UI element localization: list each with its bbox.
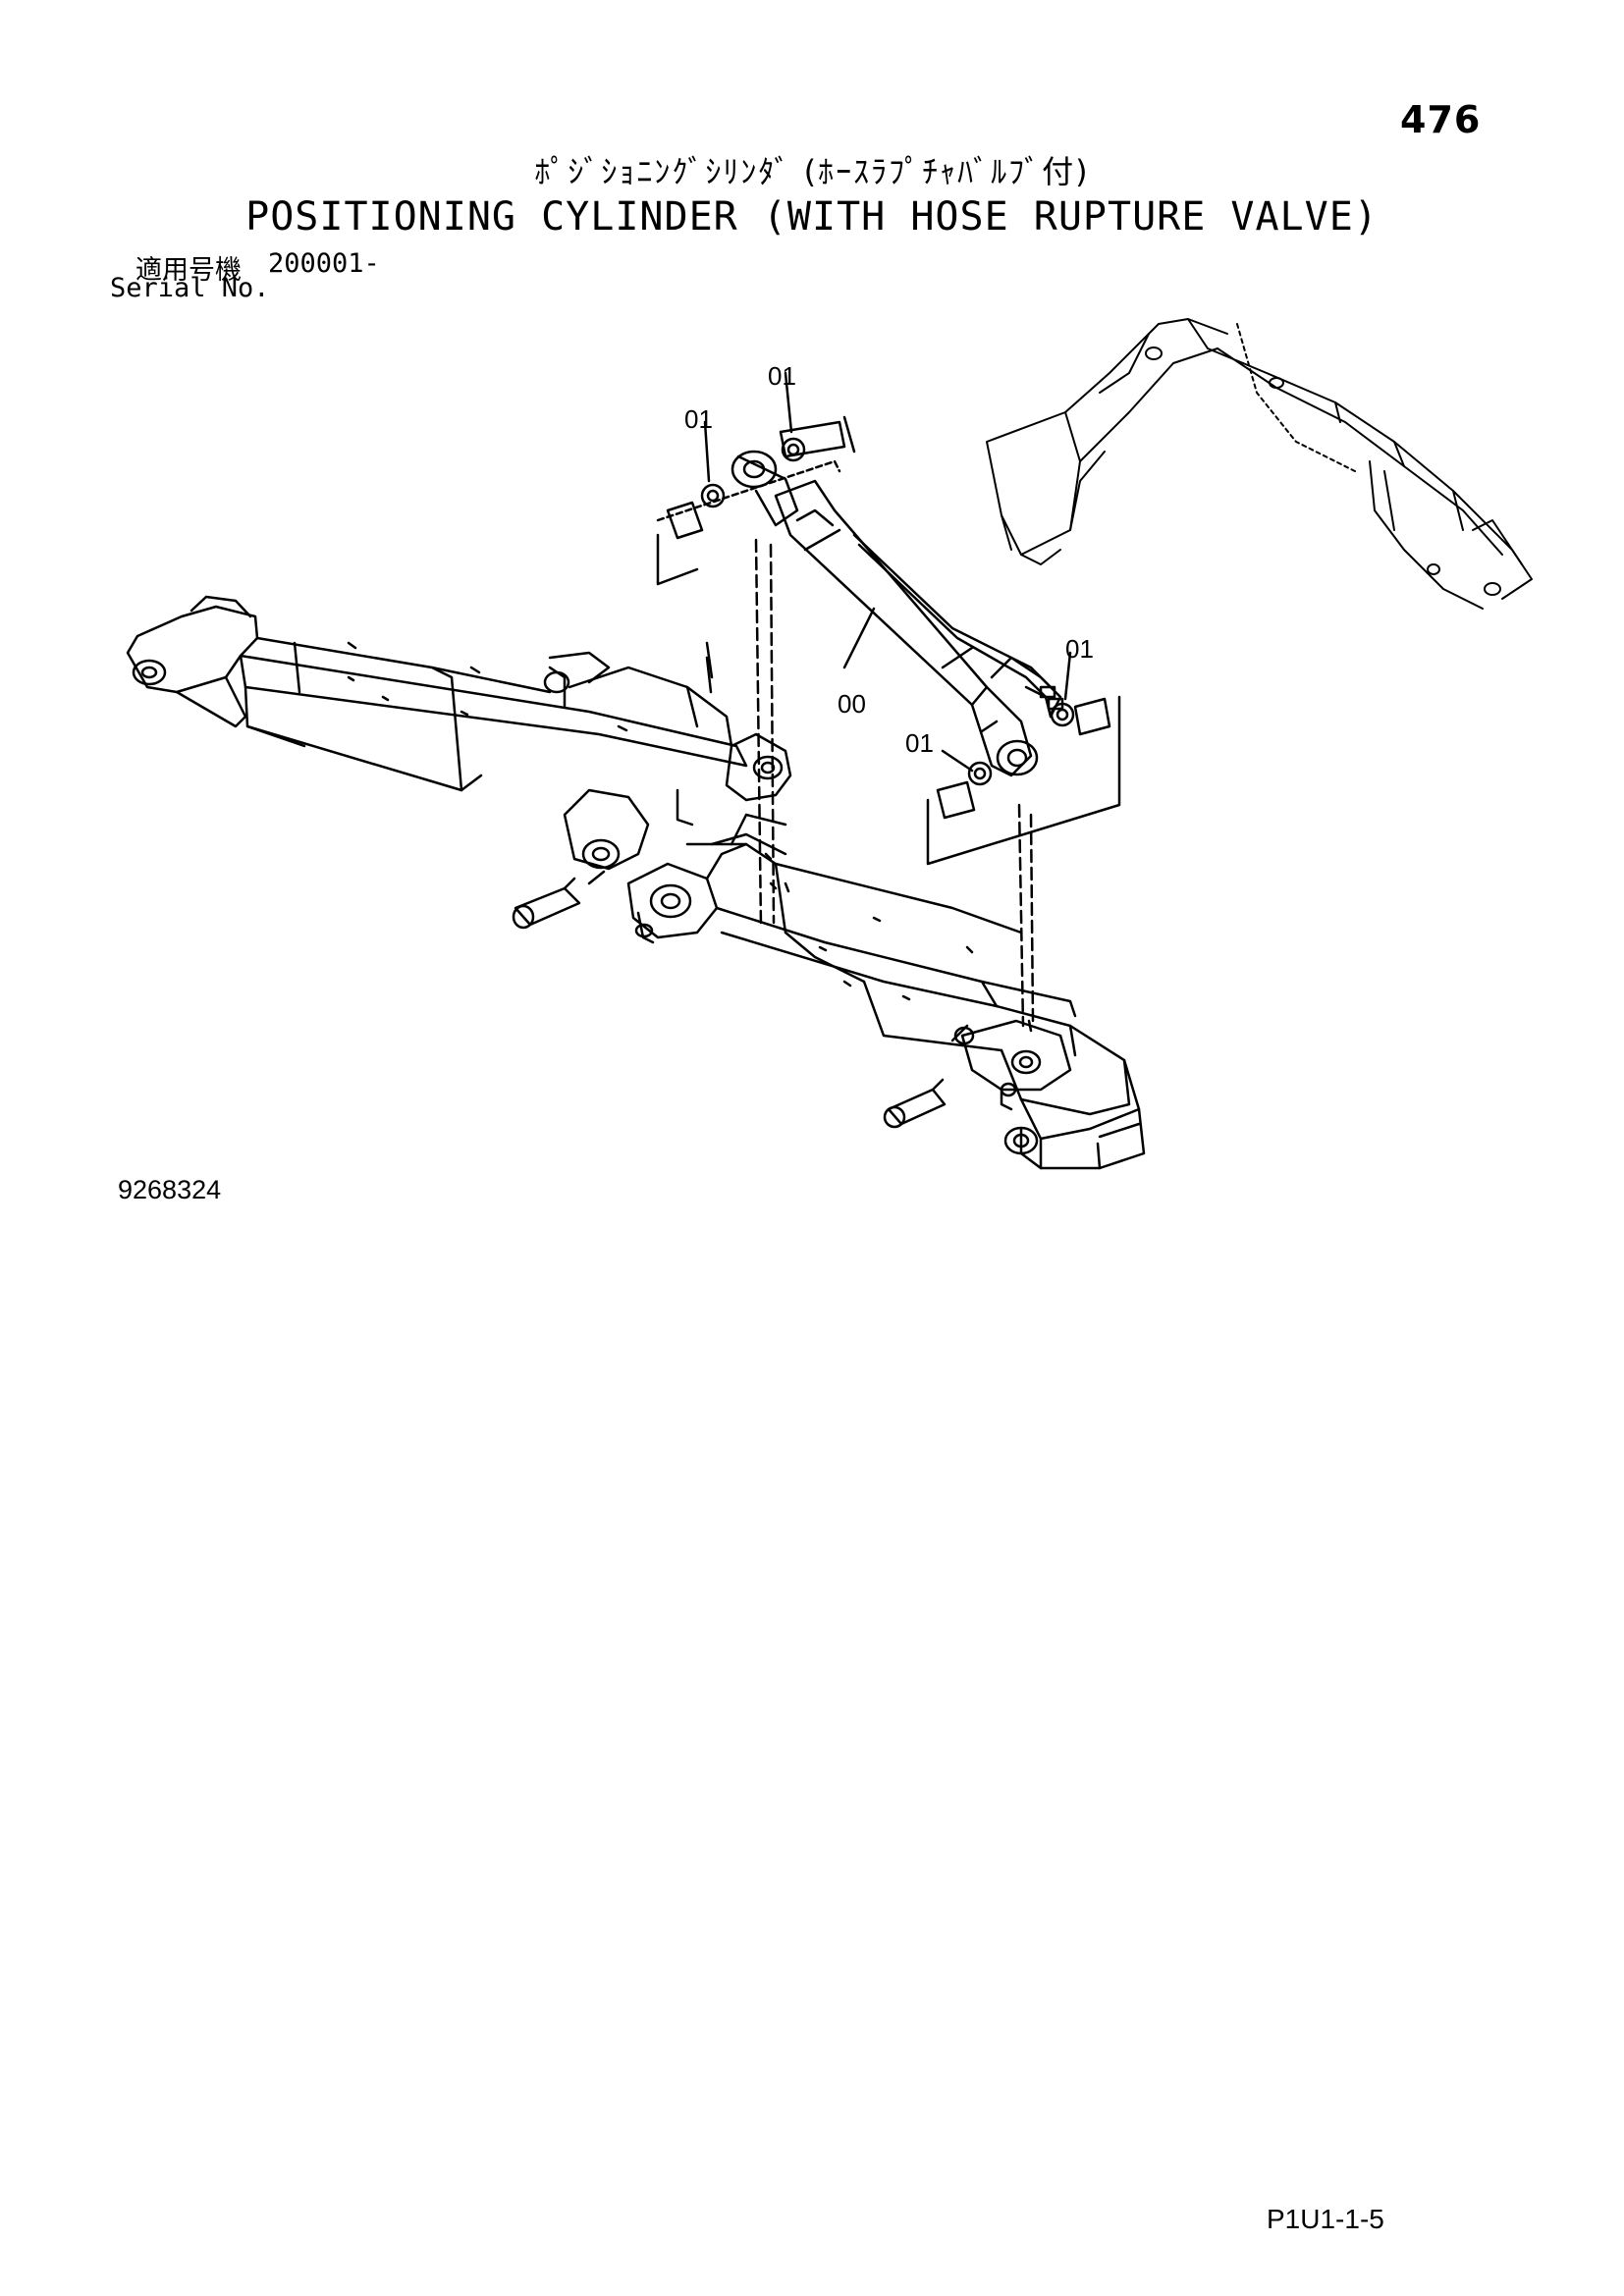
page-number: 476: [1400, 98, 1482, 141]
callout-label: 00: [838, 689, 866, 719]
callout-label: 01: [1065, 634, 1094, 664]
cylinder-illustration: [731, 450, 1064, 777]
bushing-shims-illustration: [656, 371, 1121, 1028]
callout-labels: 01 01 01 00 01: [684, 361, 1094, 758]
serial-number: 200001-: [268, 248, 380, 279]
serial-label-japanese: 適用号機: [135, 255, 242, 286]
title-japanese: ﾎﾟｼﾞｼｮﾆﾝｸﾞｼﾘﾝﾀﾞ (ﾎｰｽﾗﾌﾟﾁｬﾊﾞﾙﾌﾞ付): [534, 153, 1090, 190]
boom-illustration: [126, 595, 1146, 1170]
title-english: POSITIONING CYLINDER (WITH HOSE RUPTURE …: [245, 194, 1379, 240]
footer-reference: P1U1-1-5: [1267, 2204, 1384, 2234]
drawing-number: 9268324: [118, 1175, 222, 1204]
callout-label: 01: [905, 728, 934, 758]
serial-label-english: Serial No.: [110, 273, 270, 303]
callout-label: 01: [768, 361, 796, 391]
inset-excavator-illustration: [986, 318, 1533, 610]
callout-label: 01: [684, 404, 713, 434]
